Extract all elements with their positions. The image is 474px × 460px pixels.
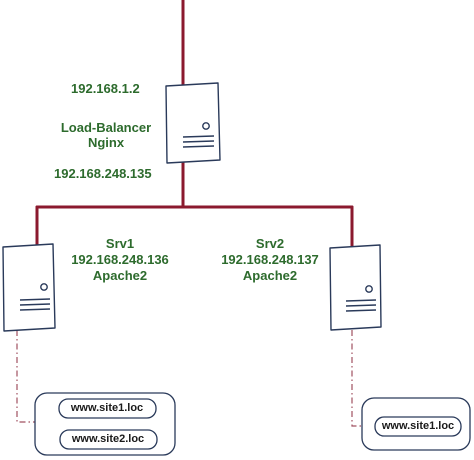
vhost-connectors xyxy=(16,330,362,427)
srv1-site2-label: www.site2.loc xyxy=(71,433,145,445)
srv1-name: Srv1 xyxy=(105,236,135,251)
lb-public-ip: 192.168.1.2 xyxy=(71,81,140,96)
srv2-server-icon xyxy=(329,244,382,331)
srv2-site1-label: www.site1.loc xyxy=(381,420,455,432)
srv1-server-icon xyxy=(2,243,56,332)
srv1-ip: 192.168.248.136 xyxy=(71,252,169,267)
load-balancer-server-icon xyxy=(165,82,221,164)
srv2-ip: 192.168.248.137 xyxy=(221,252,319,267)
network-links xyxy=(35,0,354,248)
srv2-name: Srv2 xyxy=(255,236,285,251)
srv1-site1-inner-pill xyxy=(58,398,157,419)
lb-software: Nginx xyxy=(87,135,125,150)
srv1-site2-inner-pill xyxy=(59,429,158,450)
srv1-software: Apache2 xyxy=(92,268,148,283)
srv2-software: Apache2 xyxy=(242,268,298,283)
lb-private-ip: 192.168.248.135 xyxy=(54,166,152,181)
srv1-site1-label: www.site1.loc xyxy=(70,402,144,414)
lb-name: Load-Balancer xyxy=(60,120,152,135)
srv2-site1-inner-pill xyxy=(374,416,462,437)
srv1-vhost-connector xyxy=(16,330,35,423)
srv2-vhost-connector xyxy=(351,330,362,427)
site-pills xyxy=(34,392,471,456)
